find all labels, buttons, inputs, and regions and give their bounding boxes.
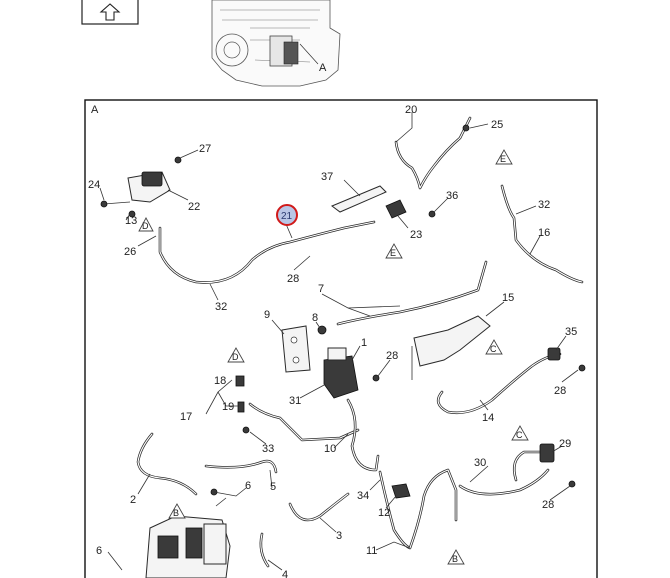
part-number-label: 25 (491, 119, 503, 131)
up-arrow-icon (99, 3, 121, 21)
up-arrow-button[interactable] (81, 0, 139, 25)
view-markers: D E E C D C B B (138, 149, 529, 565)
part-number-label: 31 (289, 395, 301, 407)
part-number-label: 27 (199, 143, 211, 155)
part-number-label: 13 (125, 215, 137, 227)
highlighted-part-21[interactable]: 21 (276, 204, 298, 226)
part-number-label: 36 (446, 190, 458, 202)
part-number-label: 28 (542, 499, 554, 511)
part-number-label: 32 (215, 301, 227, 313)
svg-text:D: D (232, 352, 239, 362)
part-number-label: 26 (124, 246, 136, 258)
part-number-label: 5 (270, 481, 276, 493)
view-marker-c: C (485, 339, 503, 355)
part-number-label: 12 (378, 507, 390, 519)
part-number-label: 1 (361, 337, 367, 349)
part-number-label: 17 (180, 411, 192, 423)
view-marker-e: E (495, 149, 513, 165)
view-marker-d: D (138, 217, 154, 232)
detail-frame-label: A (91, 104, 99, 116)
part-number-label: 30 (474, 457, 486, 469)
pipe-assemblies (136, 116, 584, 568)
view-marker-e: E (385, 243, 403, 259)
part-number-label: 28 (287, 273, 299, 285)
part-number-label: 16 (538, 227, 550, 239)
engine-callout-label: A (319, 62, 327, 74)
part-number-label: 11 (366, 545, 377, 557)
part-number-label: 18 (214, 375, 226, 387)
part-number-label: 6 (245, 480, 251, 492)
part-number-label: 32 (538, 199, 550, 211)
part-number-label: 7 (318, 283, 324, 295)
svg-text:D: D (142, 221, 149, 231)
part-number-label: 6 (96, 545, 102, 557)
svg-text:B: B (173, 508, 179, 518)
part-number-label: 15 (502, 292, 514, 304)
part-number-label: 24 (88, 179, 100, 191)
view-marker-c: C (511, 425, 529, 441)
part-number-label: 34 (357, 490, 369, 502)
part-number-label: 10 (324, 443, 336, 455)
part-number-label: 29 (559, 438, 571, 450)
part-number-label: 8 (312, 312, 318, 324)
part-number-label: 37 (321, 171, 333, 183)
part-number-label: 35 (565, 326, 577, 338)
part-number-label: 22 (188, 201, 200, 213)
part-number-label: 3 (336, 530, 342, 542)
view-marker-b: B (168, 503, 186, 519)
detail-frame (84, 99, 598, 578)
svg-text:C: C (516, 430, 523, 440)
svg-text:E: E (500, 154, 506, 164)
part-number-label: 9 (264, 309, 270, 321)
part-number-label: 23 (410, 229, 422, 241)
leader-lines (99, 112, 579, 571)
part-number-label: 4 (282, 569, 288, 578)
svg-text:B: B (452, 554, 458, 564)
view-marker-d: D (227, 347, 245, 363)
part-number-label: 28 (386, 350, 398, 362)
part-number-label: 20 (405, 104, 417, 116)
part-number-label: 33 (262, 443, 274, 455)
part-number-label: 28 (554, 385, 566, 397)
part-number-label: 2 (130, 494, 136, 506)
svg-text:C: C (490, 344, 497, 354)
part-number-label: 14 (482, 412, 494, 424)
svg-text:E: E (390, 248, 396, 258)
view-marker-b: B (447, 549, 465, 565)
part-number-label: 21 (281, 211, 293, 222)
part-labels: 27 24 22 13 26 32 28 37 20 25 36 23 32 1… (88, 104, 577, 578)
part-number-label: 19 (222, 401, 234, 413)
engine-overview-illustration: A (211, 0, 341, 87)
